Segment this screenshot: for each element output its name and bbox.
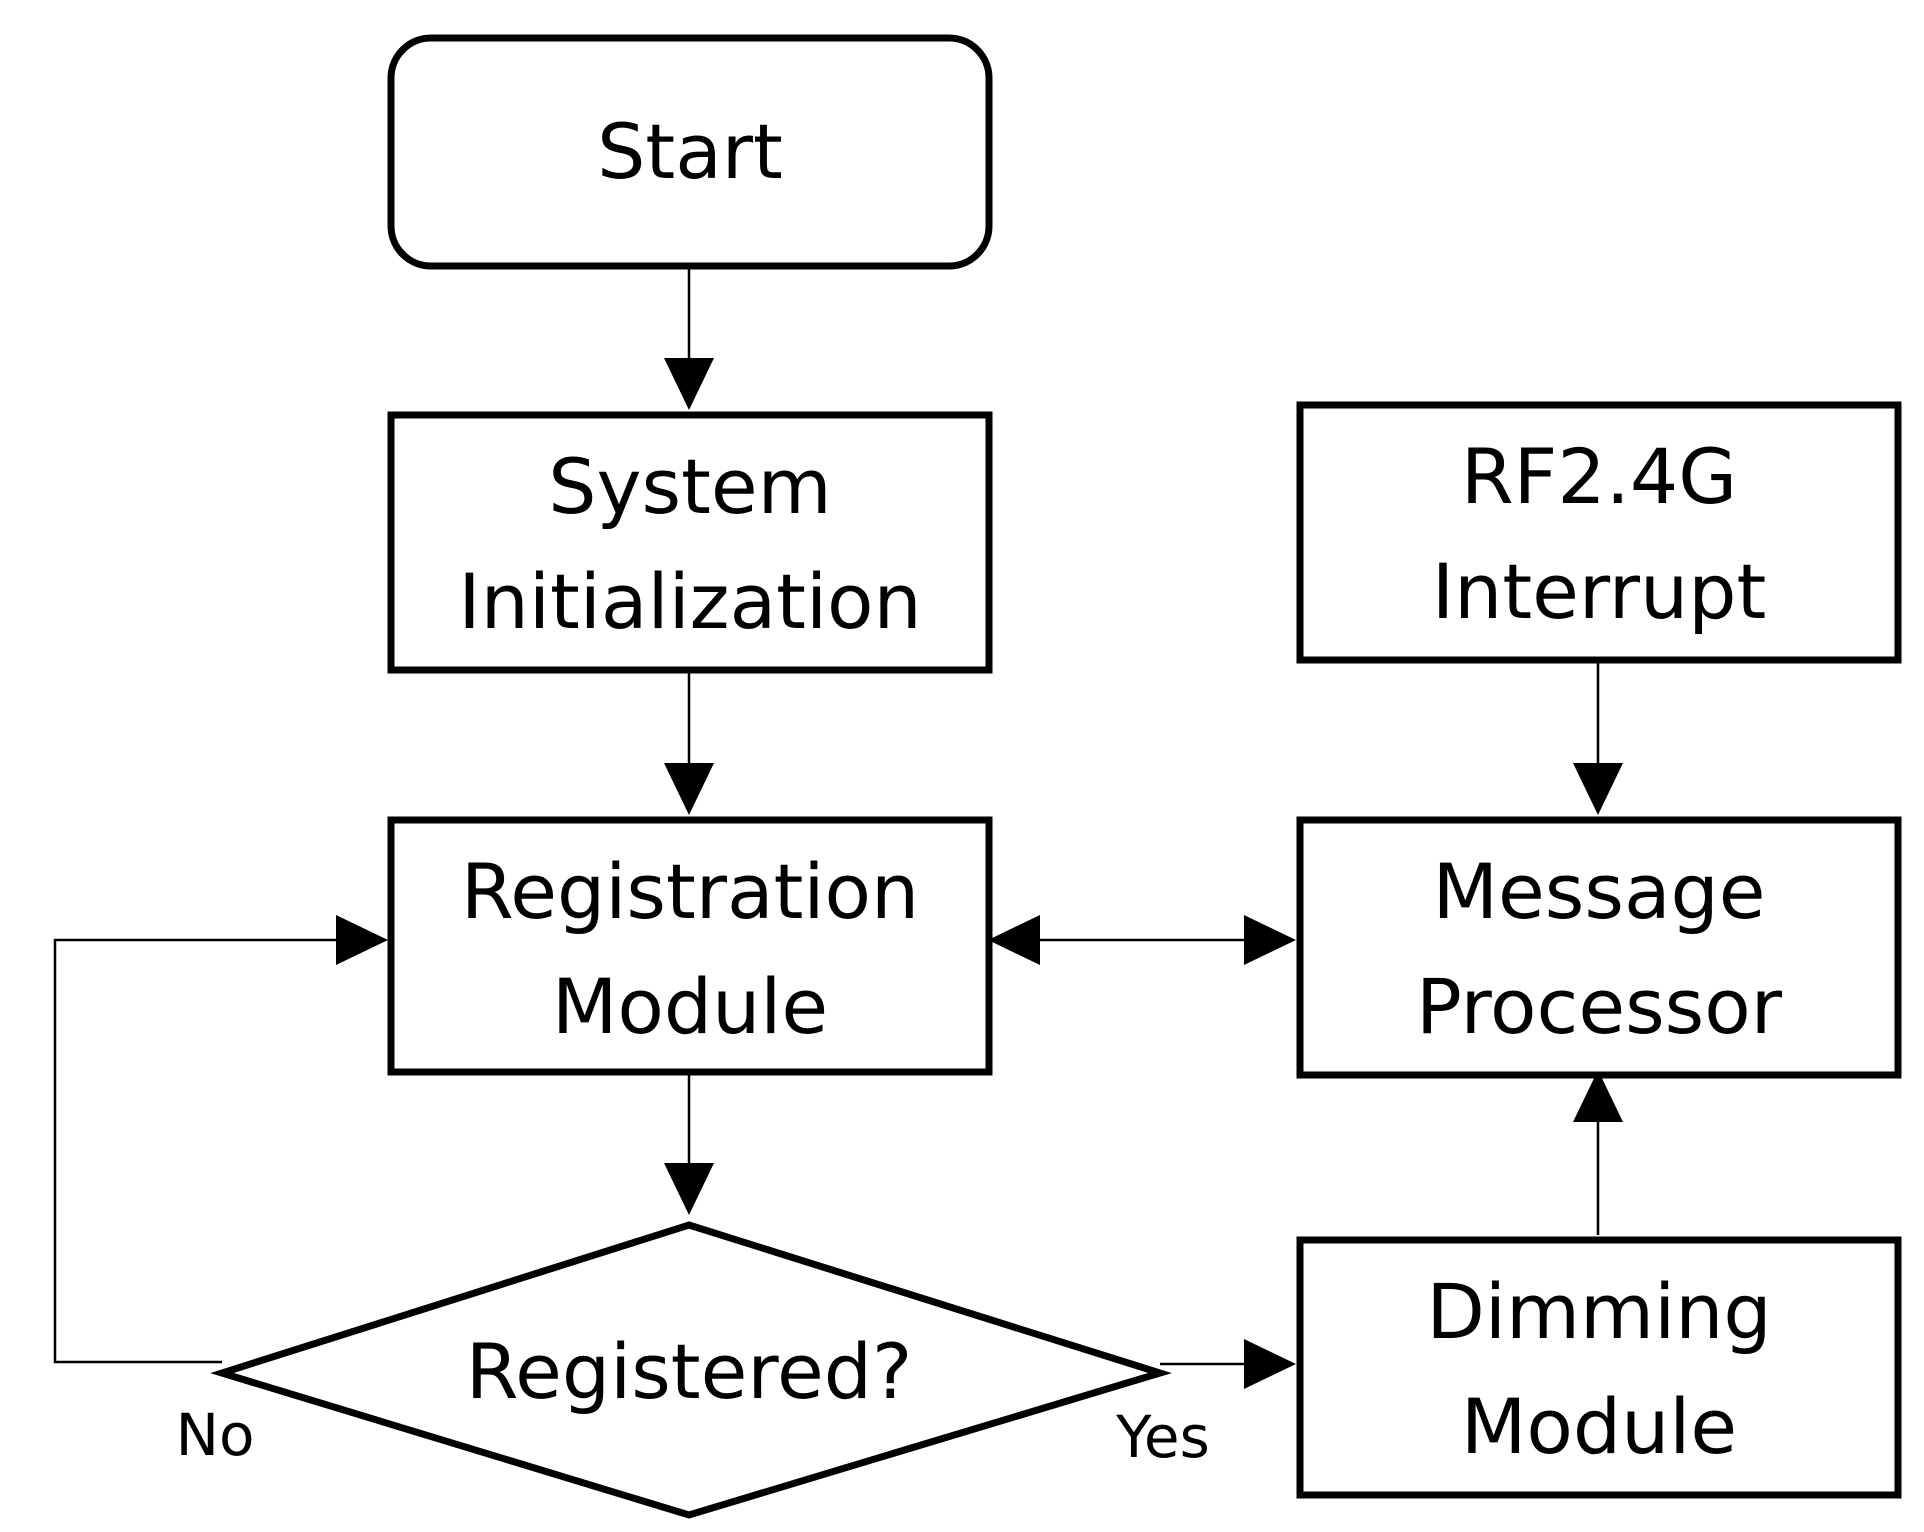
- edge-label-yes: Yes: [1115, 1403, 1210, 1471]
- node-message-processor: Message Processor: [1296, 816, 1902, 1079]
- dimming-line-1: Dimming: [1426, 1267, 1771, 1356]
- node-start: Start: [387, 34, 993, 270]
- dimming-shape: [1296, 1236, 1902, 1499]
- arrowhead-system-init: [664, 358, 714, 410]
- start-shape: [387, 34, 993, 270]
- registration-line-1: Registration: [461, 847, 919, 936]
- node-dimming-module: Dimming Module: [1296, 1236, 1902, 1499]
- system-init-shape: [387, 411, 993, 674]
- dimming-line-2: Module: [1461, 1382, 1737, 1471]
- start-label: Start: [597, 107, 783, 196]
- message-processor-shape: [1296, 816, 1902, 1079]
- arrowhead-to-registration: [988, 915, 1040, 965]
- arrowhead-dimming: [1244, 1339, 1296, 1389]
- rf-interrupt-shape: [1296, 401, 1902, 664]
- rf-interrupt-line-1: RF2.4G: [1461, 432, 1737, 521]
- node-registered-decision: Registered?: [210, 1221, 1172, 1519]
- node-system-initialization: System Initialization: [387, 411, 993, 674]
- edge-label-no: No: [176, 1401, 255, 1469]
- arrowhead-message-processor-bottom: [1573, 1070, 1623, 1122]
- rf-interrupt-line-2: Interrupt: [1432, 547, 1767, 636]
- registration-shape: [387, 816, 993, 1076]
- node-registration-module: Registration Module: [387, 816, 993, 1076]
- node-rf-interrupt: RF2.4G Interrupt: [1296, 401, 1902, 664]
- arrowhead-message-processor-top: [1573, 763, 1623, 815]
- message-processor-line-1: Message: [1432, 847, 1765, 936]
- edge-no-loop-to-registration: [53, 938, 340, 1364]
- system-init-line-2: Initialization: [458, 557, 921, 646]
- system-init-line-1: System: [548, 442, 831, 531]
- registered-shape: [210, 1221, 1172, 1519]
- arrowhead-registered: [664, 1163, 714, 1215]
- registered-label: Registered?: [466, 1327, 913, 1416]
- arrowhead-registration: [664, 763, 714, 815]
- arrowhead-to-message-processor: [1244, 915, 1296, 965]
- arrowhead-no-loop: [336, 915, 388, 965]
- message-processor-line-2: Processor: [1416, 962, 1783, 1051]
- registration-line-2: Module: [552, 962, 828, 1051]
